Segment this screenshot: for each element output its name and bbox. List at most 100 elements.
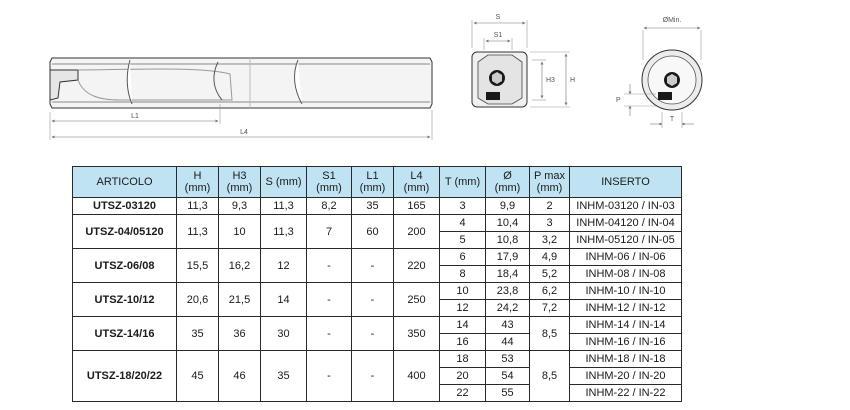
cell-h3: 10 [218, 214, 261, 249]
table-row: UTSZ-04/05120 11,3 10 11,3 7 60 200 4 10… [72, 214, 682, 249]
cell-l1: - [351, 316, 394, 351]
cell-d: 43 [485, 316, 530, 334]
cell-h: 35 [176, 316, 219, 351]
cell-articolo: UTSZ-10/12 [72, 282, 177, 317]
cell-d: 9,9 [485, 197, 530, 215]
table-header-row: ARTICOLO H(mm) H3(mm) S (mm) S1(mm) L1(m… [72, 166, 682, 198]
cell-pmax: 4,9 [529, 248, 570, 266]
cell-pmax: 5,2 [529, 265, 570, 283]
cell-inserto: INHM-14 / IN-14 [569, 316, 682, 334]
header-l1: L1(mm) [351, 166, 394, 198]
cell-l4: 400 [393, 350, 440, 402]
cell-l4: 220 [393, 248, 440, 283]
table-row: 8 18,4 5,2 INHM-08 / IN-08 [73, 265, 682, 283]
cell-s: 11,3 [260, 197, 307, 215]
table-row: UTSZ-10/12 20,6 21,5 14 - - 250 10 23,8 … [72, 282, 682, 317]
cell-articolo: UTSZ-06/08 [72, 248, 177, 283]
cell-s1: - [306, 350, 352, 402]
header-h: H(mm) [176, 166, 219, 198]
cell-h: 45 [176, 350, 219, 402]
cell-l1: - [351, 282, 394, 317]
cell-inserto: INHM-20 / IN-20 [569, 367, 682, 385]
header-h3-name: H3 [232, 170, 247, 182]
cell-l1: 60 [351, 214, 394, 249]
cell-s: 35 [260, 350, 307, 402]
cell-t: 8 [439, 265, 486, 283]
cell-inserto: INHM-10 / IN-10 [569, 282, 682, 300]
table-row: 22 55 INHM-22 / IN-22 [73, 384, 682, 402]
cell-d: 53 [485, 350, 530, 368]
s-label: S [496, 14, 501, 21]
header-h-unit: (mm) [184, 182, 211, 194]
tool-front-view: S S1 H3 H [471, 14, 575, 108]
cell-inserto: INHM-22 / IN-22 [569, 384, 682, 402]
cell-d: 55 [485, 384, 530, 402]
table-row: 5 10,8 3,2 INHM-05120 / IN-05 [73, 231, 682, 249]
header-l1-unit: (mm) [359, 182, 386, 194]
diameter-min-label: ØMin. [663, 17, 682, 24]
header-pmax-name: P max [534, 170, 565, 182]
cell-inserto: INHM-05120 / IN-05 [569, 231, 682, 249]
table-row: UTSZ-14/16 35 36 30 - - 350 14 43 8,5 IN… [72, 316, 682, 351]
tool-side-view [49, 57, 433, 109]
cell-pmax: 6,2 [529, 282, 570, 300]
header-d: Ø(mm) [485, 166, 530, 198]
header-articolo: ARTICOLO [72, 166, 177, 198]
cell-d: 54 [485, 367, 530, 385]
cell-h3: 36 [218, 316, 261, 351]
cell-s1: - [306, 282, 352, 317]
cell-s1: - [306, 248, 352, 283]
dimension-l1: L1 [49, 104, 221, 124]
header-pmax: P max(mm) [529, 166, 570, 198]
spec-table: ARTICOLO H(mm) H3(mm) S (mm) S1(mm) L1(m… [72, 166, 682, 402]
header-s1: S1(mm) [306, 166, 352, 198]
cell-l4: 165 [393, 197, 440, 215]
cell-inserto: INHM-03120 / IN-03 [569, 197, 682, 215]
cell-h: 20,6 [176, 282, 219, 317]
h-label: H [570, 77, 575, 84]
cell-d: 10,8 [485, 231, 530, 249]
s1-label: S1 [494, 32, 503, 39]
h3-label: H3 [546, 77, 555, 84]
table-row: UTSZ-18/20/22 45 46 35 - - 400 18 53 8,5… [72, 350, 682, 402]
cell-inserto: INHM-06 / IN-06 [569, 248, 682, 266]
cell-t: 3 [439, 197, 486, 215]
dimension-l4: L4 [49, 110, 433, 140]
cell-h3: 9,3 [218, 197, 261, 215]
l1-label: L1 [131, 113, 139, 120]
cell-d: 24,2 [485, 299, 530, 317]
cell-t: 20 [439, 367, 486, 385]
cell-pmax: 3,2 [529, 231, 570, 249]
cell-d: 44 [485, 333, 530, 351]
cell-s: 11,3 [260, 214, 307, 249]
cell-t: 14 [439, 316, 486, 334]
cell-h3: 21,5 [218, 282, 261, 317]
cell-h3: 46 [218, 350, 261, 402]
cell-s1: - [306, 316, 352, 351]
table-row: 20 54 INHM-20 / IN-20 [73, 367, 682, 385]
cell-s1: 7 [306, 214, 352, 249]
header-inserto: INSERTO [569, 166, 682, 198]
header-l4: L4(mm) [393, 166, 440, 198]
cell-t: 12 [439, 299, 486, 317]
cell-h: 11,3 [176, 214, 219, 249]
cell-l4: 250 [393, 282, 440, 317]
header-s: S (mm) [260, 166, 307, 198]
table-row: UTSZ-06/08 15,5 16,2 12 - - 220 6 17,9 4… [72, 248, 682, 283]
header-h-name: H [193, 170, 202, 182]
cell-h: 15,5 [176, 248, 219, 283]
cell-pmax: 2 [529, 197, 570, 215]
cell-articolo: UTSZ-18/20/22 [72, 350, 177, 402]
cell-d: 10,4 [485, 214, 530, 232]
cell-inserto: INHM-04120 / IN-04 [569, 214, 682, 232]
header-h3: H3(mm) [218, 166, 261, 198]
header-t: T (mm) [439, 166, 486, 198]
header-l4-unit: (mm) [403, 182, 430, 194]
cell-pmax: 3 [529, 214, 570, 232]
cell-l1: 35 [351, 197, 394, 215]
cell-t: 4 [439, 214, 486, 232]
table-row: 16 44 INHM-16 / IN-16 [73, 333, 682, 351]
cell-d: 17,9 [485, 248, 530, 266]
t-label: T [670, 116, 675, 123]
header-l4-name: L4 [410, 170, 423, 182]
